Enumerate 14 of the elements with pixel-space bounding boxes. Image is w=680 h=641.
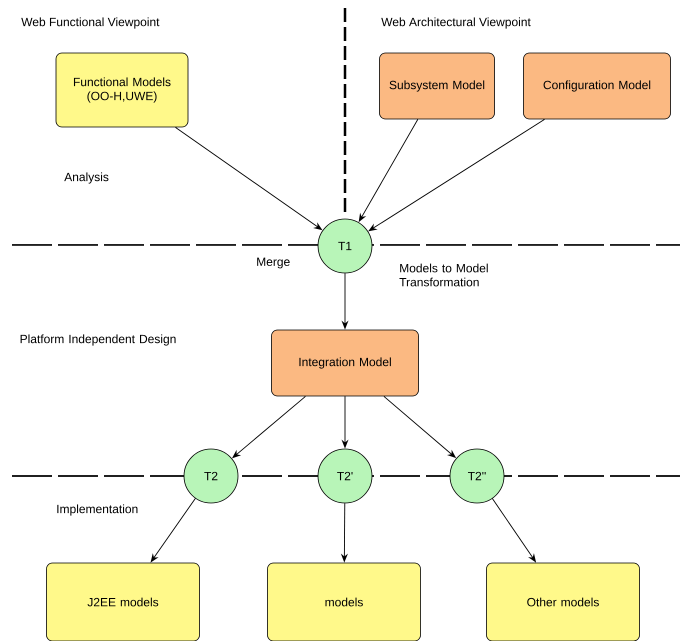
section-label: Analysis [64,172,108,184]
section-label: Models to Model Transformation [399,264,488,286]
process-box: models [267,562,421,641]
section-label: Web Functional Viewpoint [21,17,160,29]
process-box: Other models [486,562,640,641]
section-label: Implementation [57,504,138,516]
model-box: Integration Model [271,330,419,396]
model-box: Subsystem Model [379,52,495,120]
process-box: J2EE models [46,562,200,641]
process-box: Functional Models (OO-H,UWE) [56,52,188,128]
section-label: Merge [257,258,290,268]
model-box: Configuration Model [523,52,671,120]
section-label: Platform Independent Design [20,334,176,346]
section-label: Web Architectural Viewpoint [381,17,531,29]
